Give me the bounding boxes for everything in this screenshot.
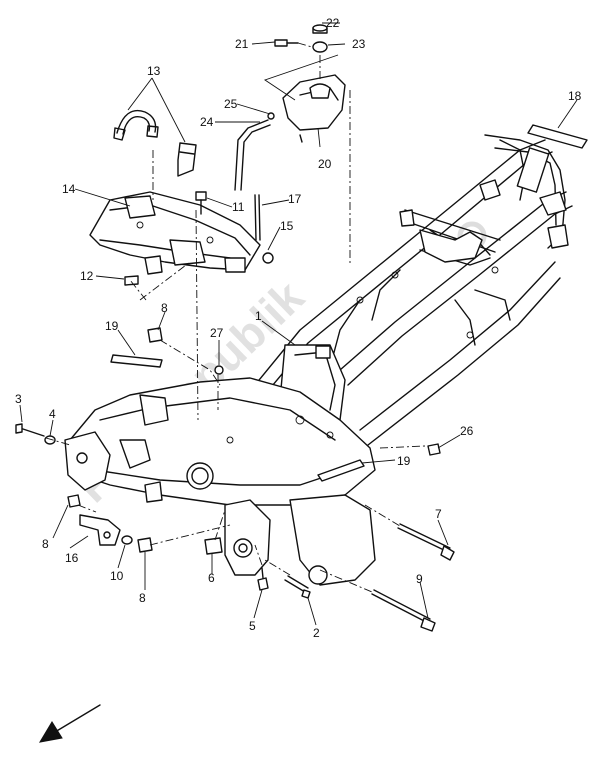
callout-4: 4	[49, 407, 56, 421]
fuel-tank-breather-assembly	[234, 24, 346, 191]
callout-12: 12	[80, 269, 94, 283]
callout-14: 14	[62, 182, 76, 196]
callout-18: 18	[568, 89, 582, 103]
callout-6: 6	[208, 571, 215, 585]
bolt-5	[257, 567, 269, 591]
callout-23: 23	[352, 37, 366, 51]
bolt-3	[15, 423, 45, 437]
callout-27: 27	[210, 326, 224, 340]
callout-22: 22	[326, 16, 340, 30]
bolt-7	[397, 523, 455, 561]
callout-25: 25	[224, 97, 238, 111]
callout-labels: 22 21 23 13 25 24 20 18 14 11 17 15 12 8…	[15, 16, 582, 640]
rubber-band-13	[113, 109, 197, 177]
damper-strip-18	[527, 124, 588, 149]
callout-7: 7	[435, 507, 442, 521]
callout-15: 15	[280, 219, 294, 233]
callout-20: 20	[318, 157, 332, 171]
collar-6	[204, 537, 223, 555]
callout-5: 5	[249, 619, 256, 633]
nut-15	[262, 252, 274, 264]
alignment-lines	[45, 42, 426, 593]
collar-8-left	[67, 494, 81, 508]
washer-10	[121, 535, 133, 545]
callout-17: 17	[288, 192, 302, 206]
leader-lines	[19, 22, 578, 626]
collar-8-upper	[147, 327, 163, 343]
damper-strip-19-lower	[317, 459, 365, 482]
cap-26	[427, 443, 441, 456]
callout-19-upper: 19	[105, 319, 119, 333]
callout-24: 24	[200, 115, 214, 129]
bolt-27	[214, 365, 224, 375]
direction-arrow-icon	[39, 704, 101, 743]
callout-16: 16	[65, 551, 79, 565]
callout-10: 10	[110, 569, 124, 583]
bolt-11	[195, 191, 207, 215]
collar-8-lower	[137, 537, 153, 553]
callout-19-lower: 19	[397, 454, 411, 468]
callout-1: 1	[255, 309, 262, 323]
callout-3: 3	[15, 392, 22, 406]
band-17	[254, 194, 261, 241]
callout-21: 21	[235, 37, 249, 51]
bracket-16	[79, 514, 121, 546]
callout-9: 9	[416, 572, 423, 586]
clip-12	[124, 275, 139, 286]
callout-26: 26	[460, 424, 474, 438]
callout-2: 2	[313, 626, 320, 640]
damper-strip-19-upper	[110, 354, 163, 368]
callout-8-upper: 8	[161, 301, 168, 315]
callout-11: 11	[232, 200, 245, 214]
callout-13: 13	[147, 64, 161, 78]
bolt-2	[284, 575, 311, 599]
bolt-9	[371, 589, 436, 632]
callout-8-left: 8	[42, 537, 49, 551]
callout-8-lower: 8	[139, 591, 146, 605]
main-frame	[64, 134, 573, 586]
